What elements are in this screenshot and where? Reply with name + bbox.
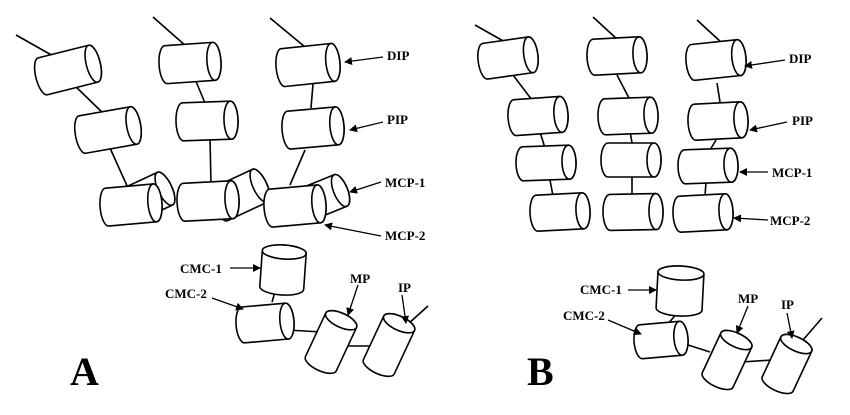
thumb: [633, 265, 813, 395]
joint-cylinder: [655, 265, 705, 317]
thumb: [235, 244, 416, 378]
joint-cylinder: [761, 333, 813, 395]
joint-cylinder: [701, 329, 753, 391]
joint-cylinder: [258, 244, 308, 296]
finger-2: [158, 41, 271, 223]
label-mcp-2: MCP-2: [770, 213, 810, 228]
joint-cylinder: [515, 144, 577, 182]
panel-a-arrows: [211, 56, 409, 324]
panel-letter-a: A: [70, 349, 99, 394]
joint-cylinder: [281, 106, 345, 150]
joint-cylinder: [158, 41, 222, 85]
finger-1: [477, 36, 591, 232]
joint-cylinder: [507, 95, 569, 137]
joint-cylinder: [687, 101, 749, 141]
joint-cylinder: [602, 192, 664, 232]
joint-cylinder: [175, 100, 239, 142]
joint-cylinder: [263, 184, 327, 228]
joint-cylinder: [176, 179, 240, 223]
label-cmc-1: CMC-1: [580, 282, 622, 297]
label-cmc-2: CMC-2: [165, 286, 207, 301]
label-ip: IP: [781, 297, 794, 312]
finger-3: [672, 38, 749, 233]
label-mcp-2: MCP-2: [385, 228, 425, 243]
joint-cylinder: [73, 105, 143, 155]
joint-cylinder: [672, 193, 734, 233]
joint-cylinder: [529, 192, 591, 232]
label-dip: DIP: [789, 51, 811, 66]
label-dip: DIP: [387, 48, 409, 63]
joint-cylinder: [633, 320, 689, 360]
label-mp: MP: [738, 291, 758, 306]
label-mcp-1: MCP-1: [772, 165, 812, 180]
finger-2: [586, 36, 664, 232]
panel-letter-b: B: [527, 349, 554, 394]
label-cmc-2: CMC-2: [563, 308, 605, 323]
finger-1: [33, 44, 176, 227]
joint-cylinder: [362, 312, 416, 378]
label-ip: IP: [398, 280, 411, 295]
joint-cylinder: [677, 147, 739, 185]
label-pip: PIP: [792, 113, 813, 128]
joint-cylinder: [597, 96, 659, 136]
joint-cylinder: [477, 36, 539, 80]
joint-cylinder: [275, 42, 341, 88]
panel-b: DIP PIP MCP-1 MCP-2 CMC-1 CMC-2 MP IP B: [474, 16, 823, 395]
joint-cylinder: [600, 142, 662, 178]
joint-cylinder: [99, 183, 163, 227]
panel-b-arrows: [607, 59, 795, 339]
panel-a: DIP PIP MCP-1 MCP-2 CMC-1 CMC-2 MP IP A: [15, 16, 429, 394]
joint-cylinder: [586, 36, 648, 76]
joint-cylinder: [685, 38, 747, 82]
joint-cylinder: [304, 309, 358, 375]
joint-cylinder: [235, 302, 295, 344]
finger-3: [263, 42, 351, 228]
label-cmc-1: CMC-1: [180, 261, 222, 276]
label-pip: PIP: [387, 112, 408, 127]
label-mp: MP: [350, 271, 370, 286]
joint-cylinder: [33, 44, 103, 96]
label-mcp-1: MCP-1: [385, 175, 425, 190]
